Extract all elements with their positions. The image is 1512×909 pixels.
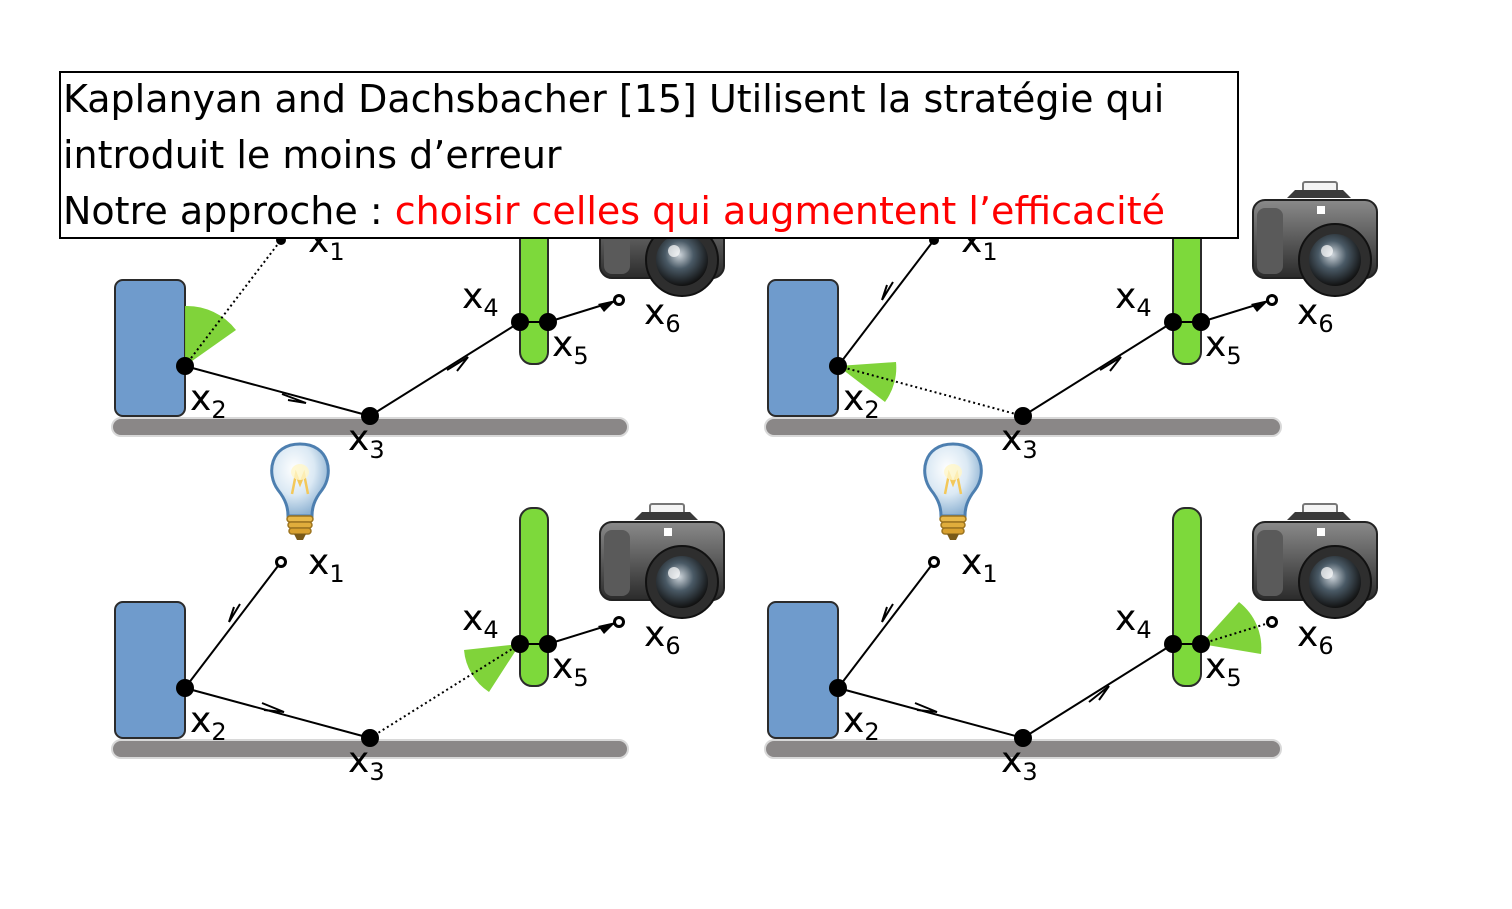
vertex-label-x6: x6: [644, 614, 681, 660]
vertex-label-x2: x2: [190, 378, 227, 424]
vertex-label-x4: x4: [1115, 598, 1152, 644]
sampling-cone: [464, 644, 520, 692]
vertex-label-x3: x3: [348, 418, 385, 464]
vertex-label-x5: x5: [1205, 324, 1242, 370]
vertex-label-x2: x2: [843, 378, 880, 424]
vertex-label-x5: x5: [1205, 646, 1242, 692]
vertex-label-x2: x2: [843, 700, 880, 746]
vertex-label-x5: x5: [552, 324, 589, 370]
vertex-label-x4: x4: [1115, 276, 1152, 322]
caption-highlight: choisir celles qui augmentent l’efficaci…: [394, 189, 1166, 233]
camera-icon: [1252, 503, 1378, 619]
vertex-label-x6: x6: [644, 292, 681, 338]
vertex-label-x1: x1: [961, 542, 998, 588]
caption-prefix: Notre approche :: [63, 189, 395, 233]
vertex-label-x4: x4: [462, 598, 499, 644]
camera-icon: [599, 503, 725, 619]
vertex-label-x2: x2: [190, 700, 227, 746]
vertex-label-x3: x3: [1001, 418, 1038, 464]
caption-line-1: Kaplanyan and Dachsbacher [15] Utilisent…: [63, 77, 1165, 121]
panel-bottom-right: x1 x2 x3 x4 x5 x6: [764, 442, 1378, 786]
vertex-label-x3: x3: [1001, 740, 1038, 786]
vertex-label-x3: x3: [348, 740, 385, 786]
vertex-label-x5: x5: [552, 646, 589, 692]
sampling-cone: [185, 305, 236, 366]
caption-box: Kaplanyan and Dachsbacher [15] Utilisent…: [59, 71, 1239, 239]
sampling-cone: [1201, 602, 1262, 654]
caption-line-3: Notre approche : choisir celles qui augm…: [63, 182, 1227, 237]
camera-icon: [1252, 181, 1378, 297]
panel-top-left: x2 x3 x4 x5 x6 x1: [111, 181, 725, 464]
vertex-label-x6: x6: [1297, 292, 1334, 338]
panel-bottom-left: x1 x2 x3 x4 x5 x6: [111, 442, 725, 786]
vertex-label-x1: x1: [308, 542, 345, 588]
light-bulb-icon: [270, 442, 330, 542]
vertex-label-x6: x6: [1297, 614, 1334, 660]
caption-line-2: introduit le moins d’erreur: [63, 133, 562, 177]
vertex-label-x4: x4: [462, 276, 499, 322]
light-bulb-icon: [923, 442, 983, 542]
sampling-cone: [838, 362, 897, 402]
